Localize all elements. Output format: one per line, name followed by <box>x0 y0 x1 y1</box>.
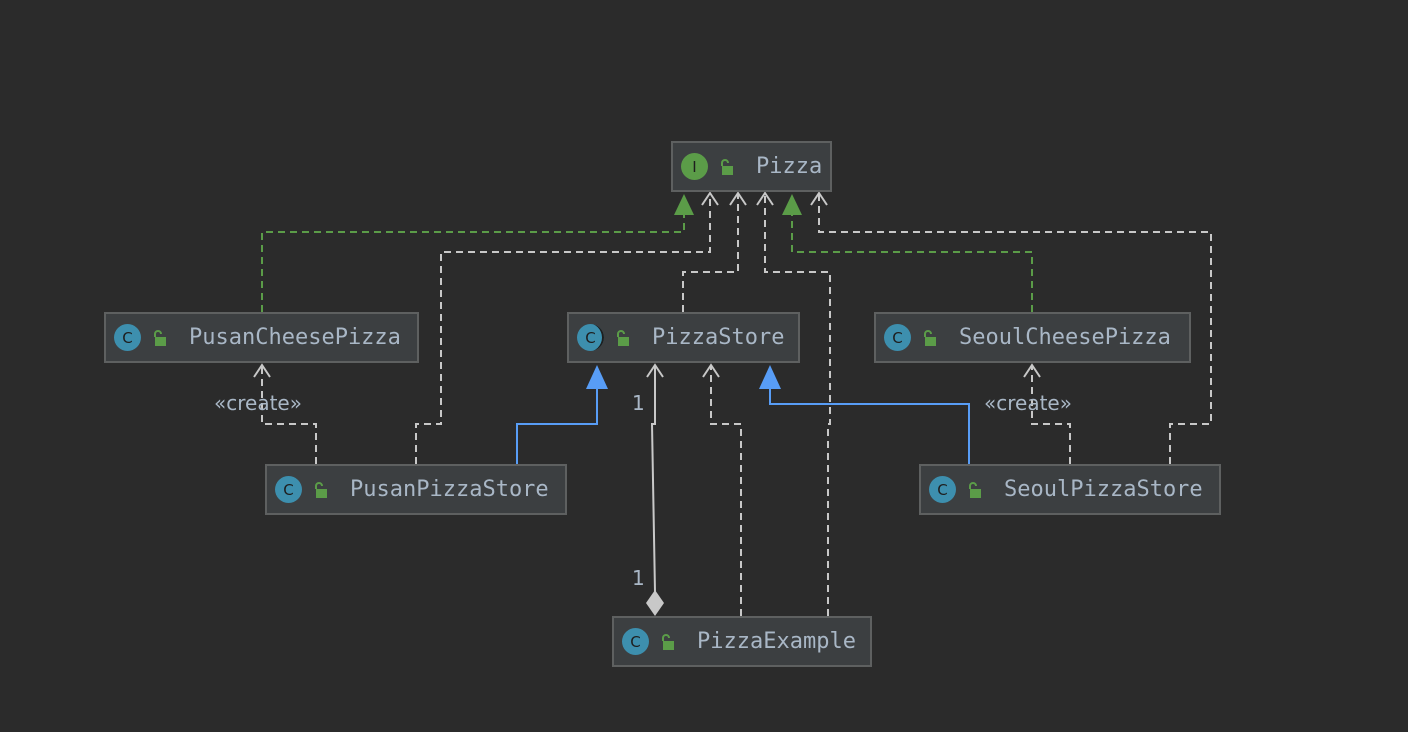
class-node-pizza[interactable]: I Pizza <box>671 141 832 192</box>
edge-seoulpizzastore-extends-pizzastore <box>769 388 970 464</box>
class-node-seoul-cheese-pizza[interactable]: C SeoulCheesePizza <box>874 312 1191 363</box>
class-node-pusan-cheese-pizza[interactable]: C PusanCheesePizza <box>104 312 419 363</box>
arrowhead-open-seoulcheese <box>1023 363 1041 378</box>
arrowhead-open-pizza-4 <box>810 191 828 206</box>
edge-pusancheesepizza-realizes-pizza <box>261 214 685 312</box>
edge-pusanpizzastore-creates-pusancheesepizza <box>261 365 317 464</box>
class-name: SeoulPizzaStore <box>1004 477 1203 502</box>
class-name: PizzaExample <box>697 629 856 654</box>
arrowhead-generalization-left <box>586 365 608 389</box>
unlock-icon <box>617 329 629 346</box>
class-icon: C <box>114 324 141 351</box>
edge-pizzaexample-composes-pizzastore <box>650 365 656 593</box>
arrowhead-open-pizza-2 <box>729 191 747 206</box>
class-name: Pizza <box>756 154 823 179</box>
multiplicity-store-end: 1 <box>632 391 645 415</box>
class-name: PizzaStore <box>652 325 785 350</box>
unlock-icon <box>315 481 327 498</box>
class-node-seoul-pizza-store[interactable]: C SeoulPizzaStore <box>919 464 1221 515</box>
class-name: PusanPizzaStore <box>350 477 549 502</box>
edge-seoulcheesepizza-realizes-pizza <box>791 214 1033 312</box>
interface-icon: I <box>681 153 708 180</box>
create-stereotype-right: «create» <box>984 391 1072 415</box>
edge-pizzastore-uses-pizza <box>682 193 739 312</box>
unlock-icon <box>721 158 733 175</box>
composition-diamond <box>646 590 664 616</box>
abstract-class-icon: C <box>577 324 604 351</box>
create-stereotype-left: «create» <box>214 391 302 415</box>
edge-pusanpizzastore-uses-pizza <box>415 193 711 464</box>
arrowhead-open-pizzastore-1 <box>646 363 664 378</box>
class-icon: C <box>929 476 956 503</box>
class-icon: C <box>622 628 649 655</box>
edge-pizzaexample-uses-pizza <box>764 193 831 616</box>
unlock-icon <box>154 329 166 346</box>
class-node-pusan-pizza-store[interactable]: C PusanPizzaStore <box>265 464 567 515</box>
class-node-pizza-example[interactable]: C PizzaExample <box>612 616 872 667</box>
arrowhead-open-pizza-1 <box>701 191 719 206</box>
unlock-icon <box>969 481 981 498</box>
arrowhead-realization-left <box>674 194 694 215</box>
arrowhead-open-pizza-3 <box>756 191 774 206</box>
unlock-icon <box>662 633 674 650</box>
class-node-pizza-store[interactable]: C PizzaStore <box>567 312 800 363</box>
multiplicity-example-end: 1 <box>632 566 645 590</box>
arrowhead-realization-right <box>782 194 802 215</box>
arrowhead-open-pusancheese <box>253 363 271 378</box>
edge-pusanpizzastore-extends-pizzastore <box>516 388 598 464</box>
class-name: PusanCheesePizza <box>189 325 401 350</box>
class-icon: C <box>884 324 911 351</box>
arrowhead-open-pizzastore-2 <box>702 363 720 378</box>
class-icon: C <box>275 476 302 503</box>
edge-pizzaexample-uses-pizzastore <box>710 365 742 616</box>
unlock-icon <box>924 329 936 346</box>
class-name: SeoulCheesePizza <box>959 325 1171 350</box>
arrowhead-generalization-right <box>759 365 781 389</box>
